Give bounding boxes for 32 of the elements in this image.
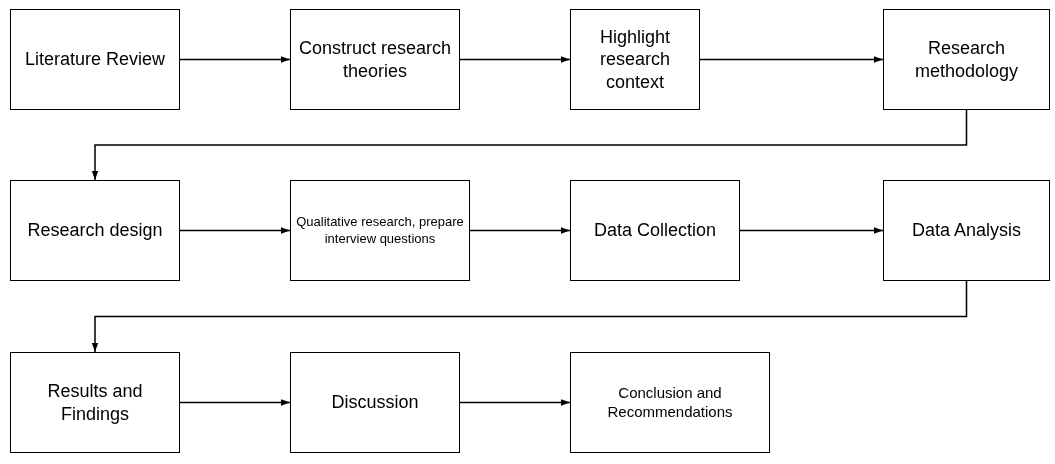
step-label: Literature Review [23, 48, 167, 71]
step-label: Data Analysis [910, 219, 1023, 242]
process-box [570, 352, 770, 453]
step-label: Discussion [330, 391, 420, 414]
step-label: Data Collection [592, 219, 718, 242]
step-label: Construct research theories [297, 37, 453, 82]
arrow [179, 227, 291, 234]
process-box [10, 352, 180, 453]
arrow [179, 399, 291, 406]
step-label: Qualitative research, prepare interview questions [295, 214, 465, 247]
arrow [739, 227, 884, 234]
process-box [290, 180, 470, 281]
process-box [10, 9, 180, 110]
arrow [179, 56, 291, 63]
arrow [469, 227, 571, 234]
process-box [570, 9, 700, 110]
arrow [699, 56, 884, 63]
step-label: Research design [26, 219, 164, 242]
arrow [459, 399, 571, 406]
process-box [883, 180, 1050, 281]
step-label: Highlight research context [598, 25, 671, 94]
step-label: Results and Findings [46, 380, 144, 425]
arrow [91, 109, 968, 181]
process-box [883, 9, 1050, 110]
process-box [290, 352, 460, 453]
step-label: Research methodology [913, 37, 1020, 82]
process-box [290, 9, 460, 110]
arrow [91, 280, 968, 353]
step-label: Conclusion and Recommendations [606, 383, 734, 422]
arrow [459, 56, 571, 63]
process-box [10, 180, 180, 281]
process-box [570, 180, 740, 281]
